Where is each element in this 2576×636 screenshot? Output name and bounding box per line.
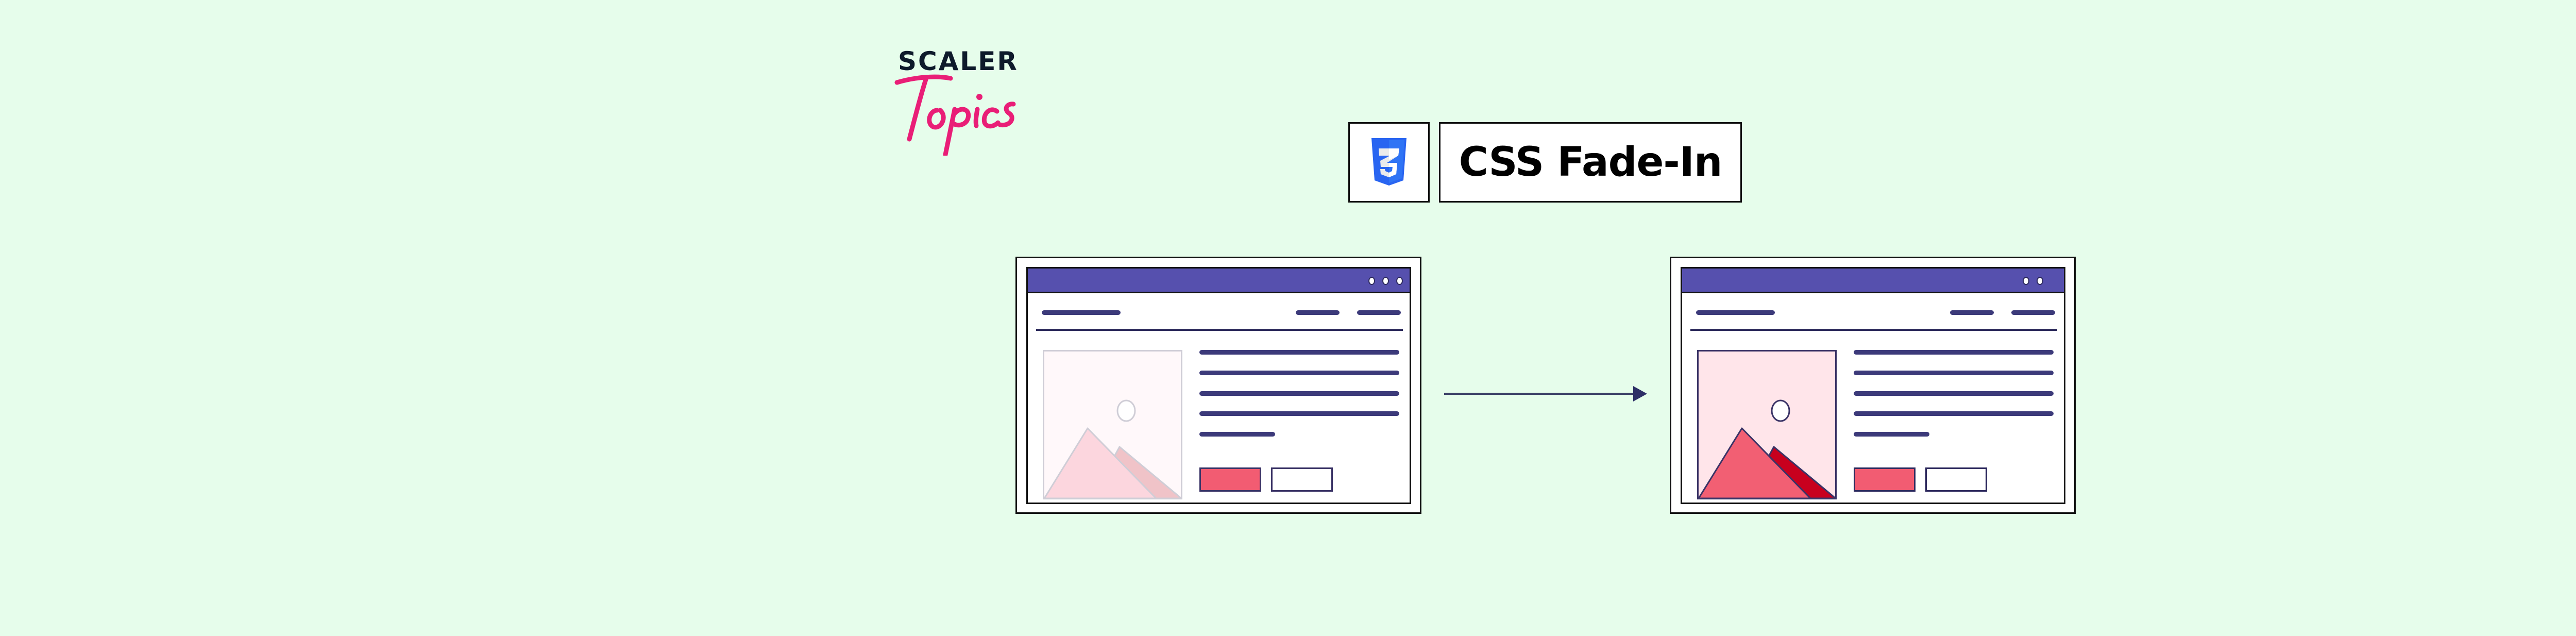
logo-brand-text: SCALER [898,46,1019,76]
text-line-placeholder [1199,371,1399,375]
text-line-placeholder [1854,371,2054,375]
logo-topics-script [894,74,1016,156]
window-dot-icon [1396,277,1403,285]
text-line-placeholder-short [1199,432,1275,437]
scaler-topics-logo: SCALER Topics [894,47,1018,156]
header-divider [1690,329,2057,331]
primary-button-placeholder [1199,467,1261,492]
window-dot-icon [2023,277,2029,285]
text-line-placeholder [1854,411,2054,416]
window-dot-icon [1368,277,1375,285]
primary-button-placeholder [1854,467,1916,492]
text-line-placeholder [1199,411,1399,416]
header-divider [1036,329,1403,331]
title-box: CSS Fade-In [1439,122,1742,203]
window-titlebar [1028,269,1410,293]
nav-logo-placeholder [1042,310,1121,315]
window-dot-icon [1382,277,1389,285]
nav-logo-placeholder [1696,310,1775,315]
secondary-button-placeholder [1271,467,1333,492]
window-titlebar [1682,269,2064,293]
browser-after-frame [1670,257,2076,514]
text-line-placeholder [1199,391,1399,396]
browser-window-before [1026,267,1411,504]
nav-link-placeholder [1357,310,1401,315]
page-title: CSS Fade-In [1459,139,1723,186]
css3-shield-icon [1371,138,1406,186]
image-placeholder-visible [1697,350,1837,499]
css3-icon-box [1348,122,1430,203]
nav-link-placeholder [2011,310,2055,315]
text-line-placeholder [1854,391,2054,396]
arrow-right-icon [1444,386,1647,401]
window-dot-icon [2037,277,2043,285]
secondary-button-placeholder [1925,467,1987,492]
text-line-placeholder-short [1854,432,1929,437]
image-placeholder-faded [1043,350,1182,499]
browser-window-after [1681,267,2065,504]
text-line-placeholder [1854,350,2054,355]
nav-link-placeholder [1296,310,1340,315]
browser-before-frame [1015,257,1421,514]
text-line-placeholder [1199,350,1399,355]
nav-link-placeholder [1950,310,1994,315]
